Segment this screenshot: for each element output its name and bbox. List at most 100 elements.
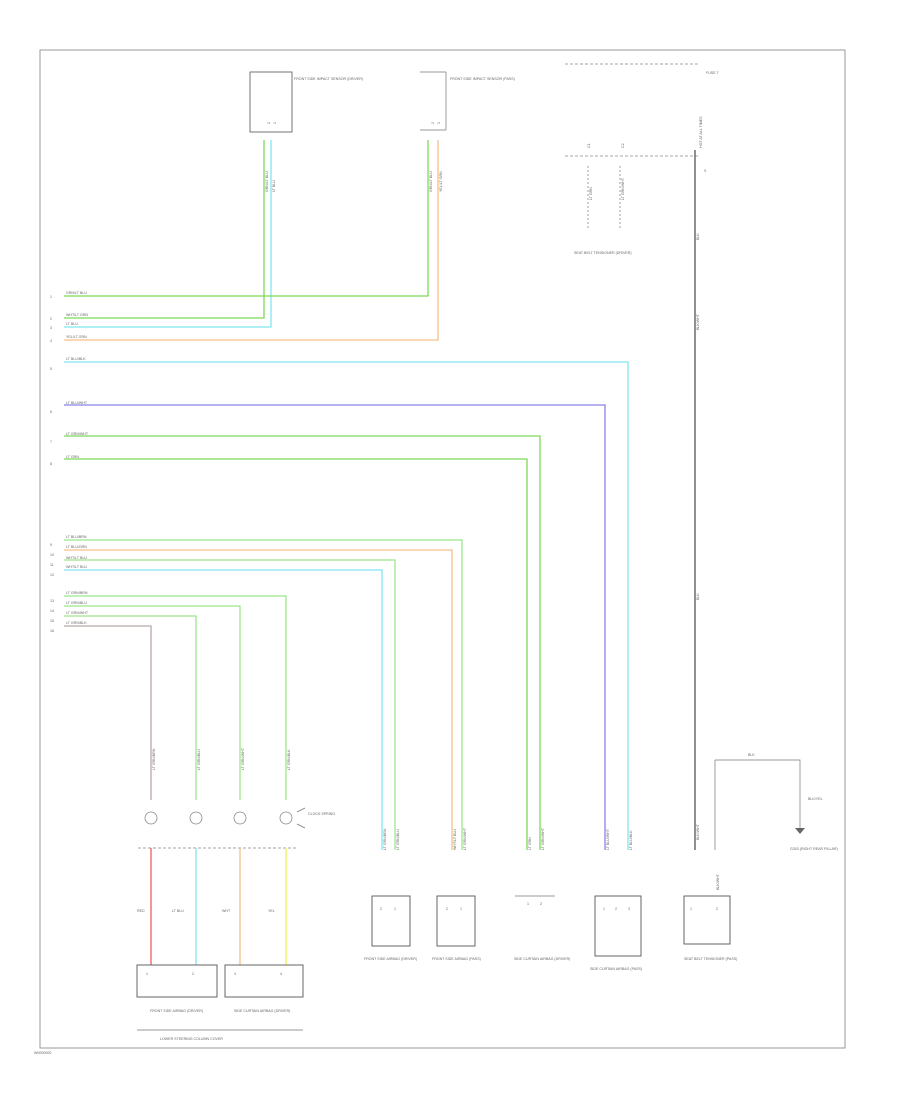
- pin-10: 10: [50, 553, 54, 557]
- wire-label-pass-1: GRN/LT BLU: [429, 171, 433, 192]
- module-wires: [64, 361, 629, 850]
- wire-side-pass-a: [64, 539, 463, 850]
- main-wire-label-1: BLK: [696, 233, 700, 240]
- ground-wire-label: BLK: [748, 753, 755, 757]
- wire-curtain-pass-a: [64, 361, 629, 850]
- main-wire-label-2: BLK/WHT: [696, 313, 700, 330]
- seat-wire-labels: LT GRN/BRN LT GRN/BLU LT GRN/WHT LT GRN/…: [152, 747, 291, 770]
- top-right-module-label: SEAT BELT TENSIONER (DRIVER): [574, 251, 632, 255]
- footer-id: W0000000: [34, 1051, 51, 1055]
- wire-curtain-driver-b: [64, 458, 528, 850]
- pin-7: 7: [50, 440, 52, 444]
- pin-13: 13: [50, 599, 54, 603]
- bottom-connector-1-label: FRONT SIDE AIRBAG (DRIVER): [150, 1009, 203, 1013]
- pin-5: 5: [50, 367, 52, 371]
- wl-6: LT BLU/WHT: [66, 401, 88, 405]
- clock-spring-terminal-4: [279, 811, 293, 825]
- top-right-pin-b: C2: [621, 143, 625, 148]
- wl-4: YEL/LT GRN: [66, 335, 87, 339]
- mod2-pin-a: 2: [446, 907, 448, 911]
- mod5-wl-a: BLK/WHT: [716, 873, 720, 890]
- pin-14: 14: [50, 609, 54, 613]
- pin-15: 15: [50, 619, 54, 623]
- pin-16: 16: [50, 629, 54, 633]
- clock-spring-terminal-3: [233, 811, 247, 825]
- wire-label-driver-1: GRN/LT BLU: [265, 171, 269, 192]
- top-sensor-driver-pin-b: 1: [273, 122, 277, 124]
- clock-spring-label: CLOCK SPRING: [308, 812, 335, 816]
- wire-seat-2: [64, 605, 241, 800]
- wl-7: LT GRN/WHT: [66, 432, 89, 436]
- mod5-pin-a: 1: [690, 907, 692, 911]
- bottom-connector-2-pin-b: 4: [280, 972, 282, 976]
- top-sensor-pass-label: FRONT SIDE IMPACT SENSOR (PASS): [450, 77, 515, 81]
- top-right-pin-a: C1: [587, 143, 591, 148]
- module-side-curtain-driver: LT GRN LT GRN/WHT 1 2 SIDE CURTAIN AIRBA…: [514, 827, 570, 961]
- mod1-pin-a: 2: [380, 907, 382, 911]
- wire-seat-4: [64, 625, 152, 800]
- wire-label-driver-2: LT BLU: [272, 180, 276, 192]
- wl-10: LT BLU/GRN: [66, 545, 87, 549]
- wire-pass-sensor-2: [64, 140, 439, 341]
- wl-11: WHT/LT BLU: [66, 556, 87, 560]
- wl-2: WHT/LT GRN: [66, 313, 88, 317]
- pin-3: 3: [50, 326, 52, 330]
- bottom-wl-ltblu: LT BLU: [172, 909, 184, 913]
- pin-1: 1: [50, 295, 52, 299]
- seat-wl-1: LT GRN/BRN: [152, 748, 156, 770]
- wl-1: GRN/LT BLU: [66, 291, 87, 295]
- wl-8: LT GRN: [66, 455, 79, 459]
- pin-6: 6: [50, 410, 52, 414]
- mod5-pin-b: 2: [716, 907, 718, 911]
- mod3-wl-a: LT GRN: [528, 837, 532, 850]
- wire-driver-sensor-2: [64, 140, 272, 328]
- wire-pass-sensor-1: [64, 140, 429, 297]
- wire-side-pass-b: [64, 549, 453, 850]
- top-right-wire-b: LT GRN/WHT: [621, 177, 625, 200]
- bottom-connector-1-pin-b: 2: [192, 972, 194, 976]
- mod3-wl-b: LT GRN/WHT: [541, 827, 545, 850]
- wire-seat-1: [64, 595, 287, 800]
- wire-curtain-driver-a: [64, 435, 541, 850]
- main-wire-label-4: BLK/WHT: [696, 823, 700, 840]
- mod3-pin-a: 1: [527, 902, 529, 906]
- wl-14: LT GRN/BLU: [66, 601, 87, 605]
- bottom-wl-yel: YEL: [268, 909, 275, 913]
- wire-label-pass-2: YEL/LT GRN: [439, 171, 443, 192]
- seat-wl-4: LT GRN/BLK: [287, 749, 291, 770]
- pin-11: 11: [50, 563, 54, 567]
- pin-12: 12: [50, 573, 54, 577]
- module-side-curtain-pass: LT BLU/WHT LT BLU/BLK 1 2 3 SIDE CURTAIN…: [590, 828, 642, 971]
- fuse-label: FUSE 7: [706, 71, 719, 75]
- seat-wl-3: LT GRN/WHT: [241, 747, 245, 770]
- mod4-wl-a: LT BLU/WHT: [606, 828, 610, 850]
- wl-16: LT GRN/BLK: [66, 621, 87, 625]
- left-connector-pins: 1 2 3 4 5 6 7 8 9 10 11 12 13 14 15 16: [50, 295, 54, 633]
- top-sensor-pass-pin-a: 2: [431, 122, 435, 124]
- bottom-group-label: LOWER STEERING COLUMN COVER: [160, 1037, 223, 1041]
- mod1-pin-b: 1: [394, 907, 396, 911]
- mod5-label: SEAT BELT TENSIONER (PASS): [684, 957, 737, 961]
- top-right-wire-a: LT GRN: [589, 187, 593, 200]
- mod1-wl-a: LT GRN/BRN: [383, 828, 387, 850]
- mod3-label: SIDE CURTAIN AIRBAG (DRIVER): [514, 957, 570, 961]
- mod2-wl-b: LT GRN/WHT: [463, 827, 467, 850]
- bottom-connector-1-pin-a: 1: [146, 972, 148, 976]
- top-sensor-driver: FRONT SIDE IMPACT SENSOR (DRIVER) 2 1: [249, 71, 363, 133]
- diagram-frame: [39, 49, 846, 1049]
- mod3-pin-b: 2: [540, 902, 542, 906]
- pin-4: 4: [50, 339, 52, 343]
- ground-wire2-label: BLK/YEL: [808, 797, 823, 801]
- wl-3: LT BLU: [66, 322, 78, 326]
- wl-5: LT BLU/BLK: [66, 357, 86, 361]
- top-sensor-driver-label: FRONT SIDE IMPACT SENSOR (DRIVER): [294, 77, 363, 81]
- wl-9: LT BLU/BRN: [66, 535, 87, 539]
- bottom-connector-1: 1 2 FRONT SIDE AIRBAG (DRIVER): [136, 964, 218, 1013]
- mod1-wl-b: LT GRN/BLU: [396, 829, 400, 850]
- bottom-wl-wht: WHT: [222, 909, 231, 913]
- ground-icon: [795, 828, 805, 834]
- seat-wl-2: LT GRN/BLU: [197, 749, 201, 770]
- top-sensor-wires: GRN/LT BLU LT BLU GRN/LT BLU YEL/LT GRN: [64, 140, 443, 341]
- splice-label: S: [704, 169, 707, 173]
- ground-label: G303 (RIGHT REAR PILLAR): [790, 847, 838, 851]
